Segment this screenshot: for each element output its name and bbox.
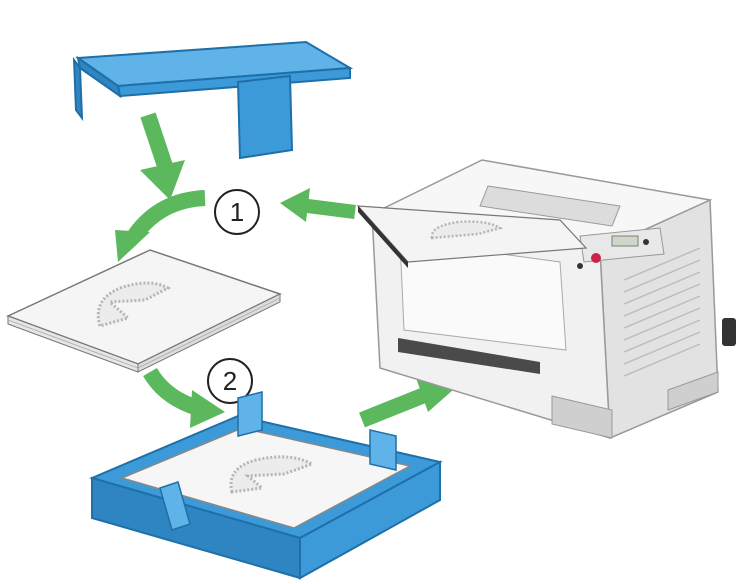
step-2-number: 2 [223, 366, 237, 396]
printer-vents [623, 247, 701, 377]
tray-cover [72, 40, 354, 160]
paper-stack [6, 249, 282, 373]
arrow-curve-left [115, 190, 206, 262]
step-1-number: 1 [230, 197, 244, 227]
arrow-down [140, 112, 185, 200]
output-paper [356, 205, 588, 268]
step-2-badge: 2 [207, 358, 253, 404]
paper-tray [89, 391, 443, 580]
arrow-from-printer [280, 188, 356, 222]
step-1-badge: 1 [214, 189, 260, 235]
tray-page-mark [229, 455, 316, 494]
printer [369, 159, 736, 440]
arrow-down-right [143, 367, 225, 428]
page-mark [96, 281, 172, 328]
